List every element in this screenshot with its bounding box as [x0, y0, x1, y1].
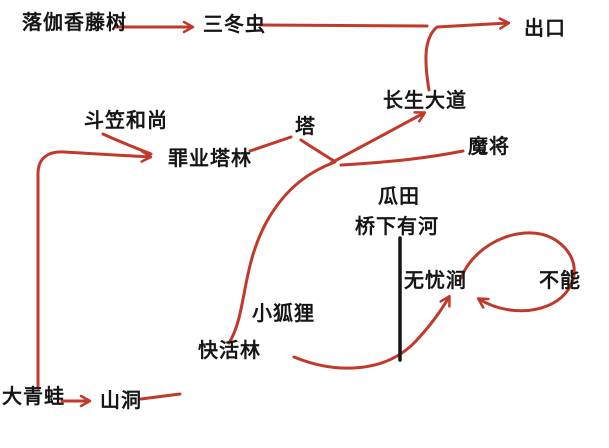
edge-loop-around-buneng — [459, 231, 576, 313]
edge-junction-to-changsheng — [329, 111, 427, 165]
map-label-douli-heshang: 斗笠和尚 — [84, 108, 168, 132]
map-label-chukou: 出口 — [524, 16, 566, 40]
edge-kuaihuolin-up-curve — [227, 160, 337, 345]
map-label-shandong: 山洞 — [100, 388, 142, 412]
edge-shandong-tail — [139, 392, 182, 401]
edge-sandongchong-to-corner — [260, 23, 429, 28]
map-label-ta: 塔 — [295, 114, 316, 138]
map-label-luojia-xiangtengshu: 落伽香藤树 — [22, 10, 127, 34]
map-label-zuiye-talin: 罪业塔林 — [168, 146, 252, 170]
edge-douli-to-zuiye — [101, 132, 153, 156]
edge-ta-to-junction — [299, 138, 336, 163]
map-label-qiaoxia-youhe: 桥下有河 — [355, 214, 439, 238]
map-label-mojiang: 魔将 — [468, 134, 510, 158]
map-label-daqingwa: 大青蛙 — [2, 384, 65, 408]
edge-zuiye-to-ta — [248, 135, 293, 153]
edge-changsheng-up-to-chukou — [424, 17, 511, 92]
edge-kuaihuolin-to-wuyoujian — [292, 294, 451, 370]
map-label-xiaohuli: 小狐狸 — [252, 301, 315, 325]
edge-left-rise-to-zuiye — [36, 150, 153, 390]
map-label-wuyoujian: 无忧涧 — [404, 268, 467, 292]
map-label-guatian: 瓜田 — [378, 184, 420, 208]
map-label-buneng: 不能 — [539, 268, 581, 292]
edge-mojiang-to-junction — [339, 149, 465, 167]
map-label-san-dong-chong: 三冬虫 — [203, 12, 266, 36]
map-label-kuaihuolin: 快活林 — [198, 338, 261, 362]
map-label-changsheng-dadao: 长生大道 — [383, 88, 467, 112]
